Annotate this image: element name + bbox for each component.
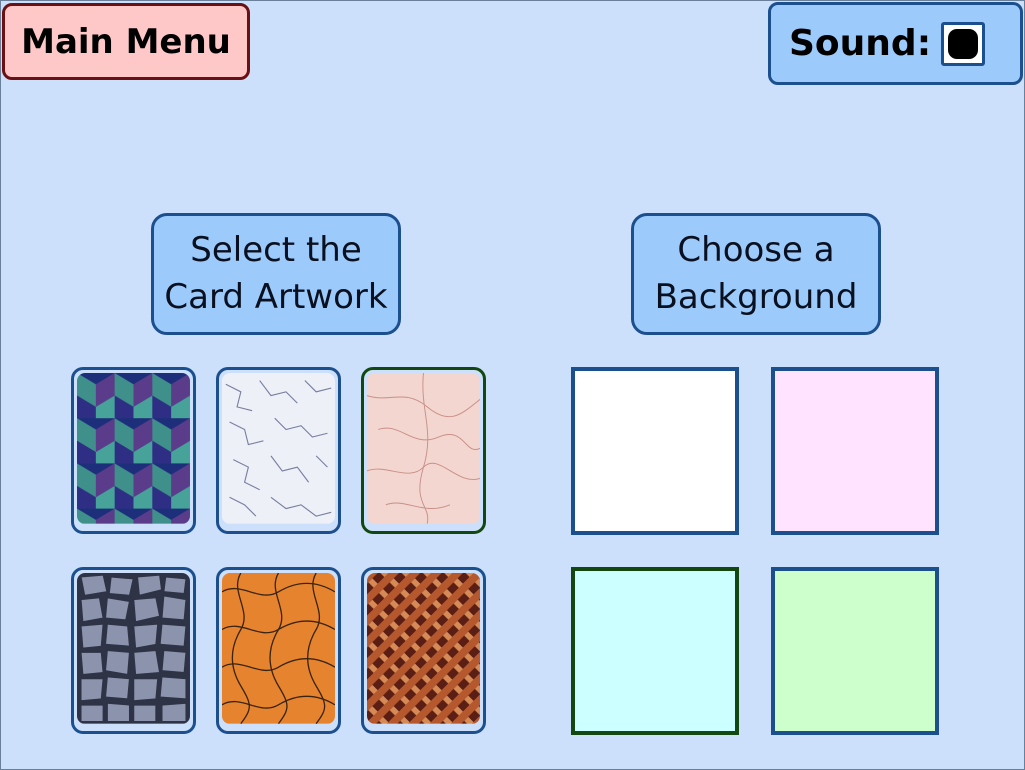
sound-on-indicator-icon — [948, 28, 979, 59]
card-back-brown-wicker[interactable] — [361, 567, 486, 734]
background-swatch-pink[interactable] — [771, 367, 939, 535]
card-artwork-heading-line2: Card Artwork — [164, 277, 388, 317]
background-swatch-green[interactable] — [771, 567, 939, 735]
sound-toggle-checkbox[interactable] — [941, 21, 986, 66]
card-artwork-heading-line1: Select the — [190, 230, 362, 270]
card-back-white-crackle[interactable] — [216, 367, 341, 534]
background-swatch-cyan[interactable] — [571, 567, 739, 735]
card-back-orange-weave[interactable] — [216, 567, 341, 734]
sound-panel: Sound: — [768, 2, 1023, 85]
card-back-blue-cubes[interactable] — [71, 367, 196, 534]
background-swatch-white[interactable] — [571, 367, 739, 535]
background-heading: Choose a Background — [631, 213, 881, 335]
background-heading-line1: Choose a — [677, 230, 835, 270]
white-crackle-pattern-icon — [222, 373, 335, 524]
card-back-grey-slate[interactable] — [71, 567, 196, 734]
sound-label: Sound: — [789, 23, 932, 64]
background-heading-line2: Background — [654, 277, 858, 317]
card-back-pink-marble[interactable] — [361, 367, 486, 534]
card-artwork-heading: Select the Card Artwork — [151, 213, 401, 335]
brown-wicker-pattern-icon — [367, 573, 480, 724]
pink-marble-pattern-icon — [367, 373, 480, 524]
orange-weave-pattern-icon — [222, 573, 335, 724]
blue-cubes-pattern-icon — [77, 373, 190, 524]
grey-slate-pattern-icon — [77, 573, 190, 724]
main-menu-button[interactable]: Main Menu — [2, 3, 250, 80]
